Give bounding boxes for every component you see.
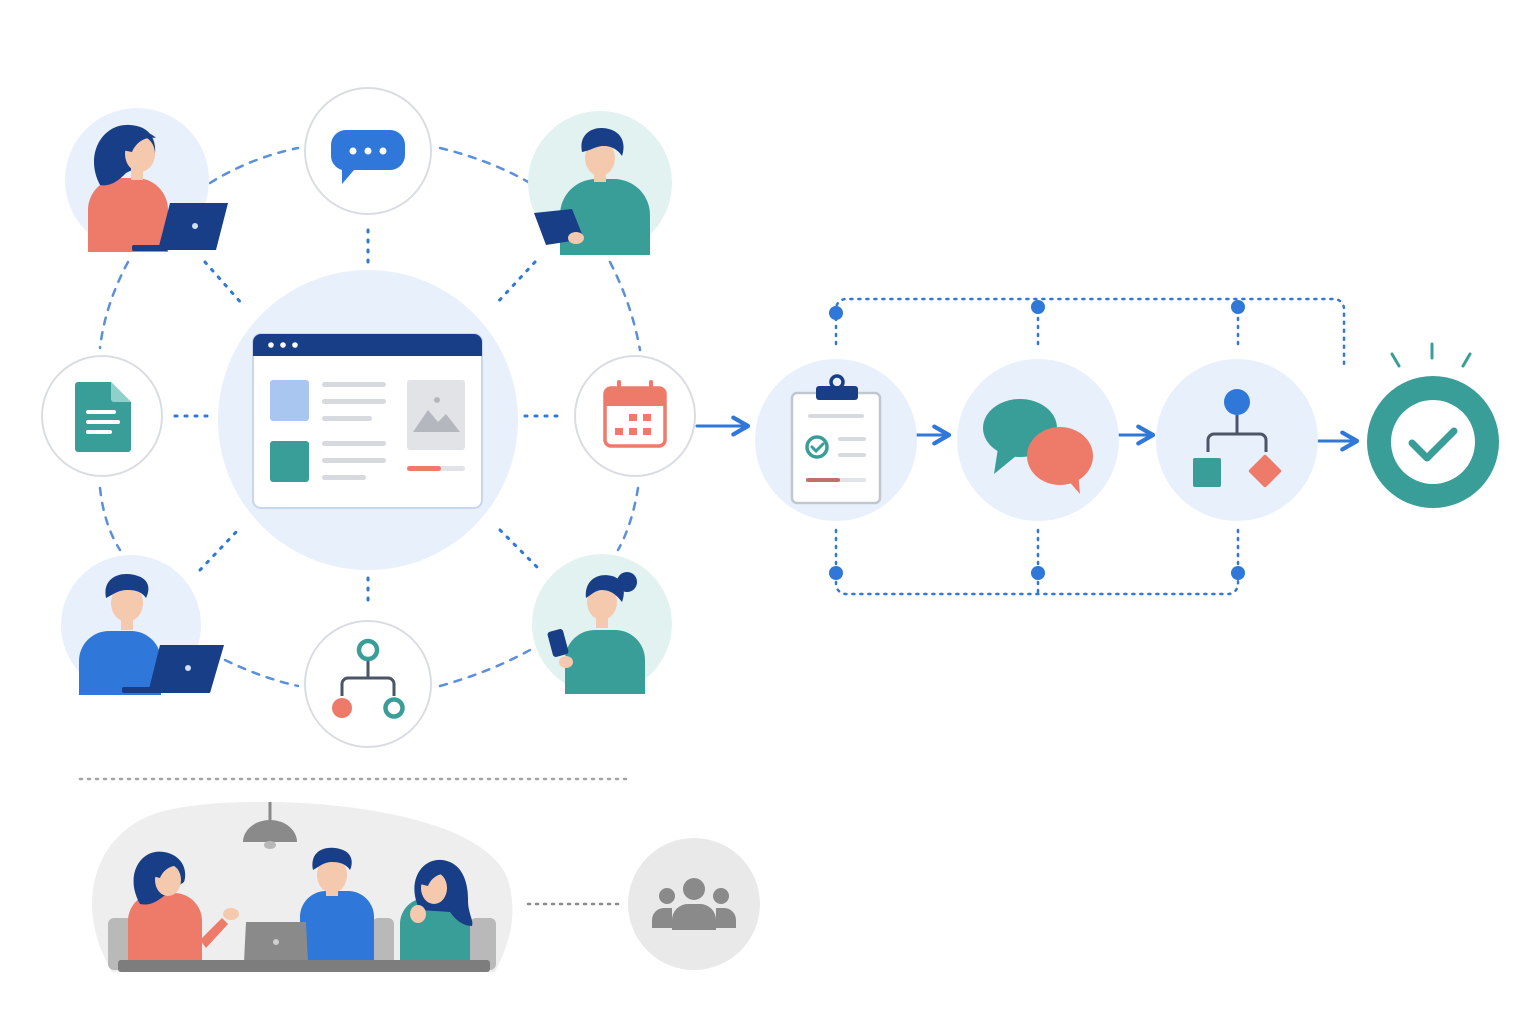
group-node bbox=[628, 838, 760, 970]
hub-ring bbox=[98, 146, 642, 688]
pipeline-node-dot bbox=[829, 566, 843, 580]
clipboard-checklist-icon bbox=[790, 374, 882, 505]
person-avatar bbox=[79, 574, 224, 695]
tool-node-workflow bbox=[304, 620, 432, 748]
laptop-icon bbox=[244, 922, 308, 962]
browser-window-icon bbox=[252, 333, 483, 509]
pipeline-node-dot bbox=[1031, 566, 1045, 580]
pipeline-step-review bbox=[755, 359, 917, 521]
pipeline-arrows bbox=[695, 415, 1360, 452]
pipeline-step-approved bbox=[1367, 342, 1499, 508]
person-avatar bbox=[534, 128, 650, 255]
hub-spokes bbox=[173, 228, 562, 607]
document-icon bbox=[75, 382, 131, 452]
meeting-person bbox=[300, 847, 374, 965]
meeting-person bbox=[400, 859, 473, 968]
tool-node-calendar bbox=[574, 355, 696, 477]
pipeline-node-dot bbox=[1231, 566, 1245, 580]
pipeline-bottom-bracket bbox=[834, 528, 1240, 596]
person-node-tablet-man bbox=[528, 111, 672, 255]
meeting-section bbox=[78, 777, 760, 972]
discussion-bubbles-icon bbox=[983, 399, 1093, 494]
meeting-table bbox=[118, 960, 490, 972]
calendar-icon bbox=[603, 380, 667, 448]
person-node-laptop-man bbox=[61, 555, 224, 695]
pipeline-top-bracket bbox=[834, 297, 1346, 369]
collaboration-hub bbox=[41, 87, 696, 748]
decision-tree-icon bbox=[1193, 389, 1282, 488]
pipeline-node-dot bbox=[829, 306, 843, 320]
tool-node-chat bbox=[304, 87, 432, 215]
workflow-pipeline bbox=[695, 297, 1499, 596]
people-group-icon bbox=[652, 878, 736, 930]
sparkle-rays bbox=[1390, 342, 1472, 368]
pipeline-node-dot bbox=[1031, 300, 1045, 314]
pipeline-node-dot bbox=[1231, 300, 1245, 314]
tool-node-document bbox=[41, 355, 163, 477]
team-meeting-scene bbox=[91, 801, 513, 972]
pipeline-step-decision bbox=[1156, 359, 1318, 521]
person-node-phone-woman bbox=[532, 554, 672, 694]
person-node-laptop-woman bbox=[65, 108, 228, 252]
chat-bubble-icon bbox=[330, 130, 405, 184]
meeting-person bbox=[128, 851, 239, 965]
ceiling-lamp-icon bbox=[243, 802, 297, 849]
approved-check-icon bbox=[1367, 376, 1499, 508]
workflow-icon bbox=[332, 638, 405, 719]
hub-center bbox=[218, 270, 518, 570]
person-avatar bbox=[88, 124, 228, 252]
pipeline-step-discussion bbox=[957, 359, 1119, 521]
person-avatar bbox=[547, 572, 645, 694]
